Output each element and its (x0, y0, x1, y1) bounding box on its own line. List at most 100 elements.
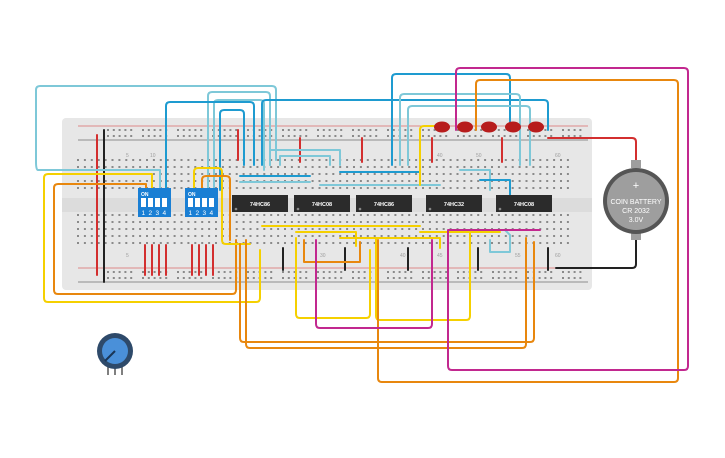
breadboard-hole[interactable] (544, 129, 547, 131)
breadboard-hole[interactable] (334, 277, 337, 279)
breadboard-hole[interactable] (132, 228, 135, 230)
breadboard-hole[interactable] (566, 214, 569, 216)
breadboard-hole[interactable] (83, 242, 86, 244)
breadboard-hole[interactable] (215, 242, 217, 244)
breadboard-hole[interactable] (146, 228, 148, 230)
breadboard-hole[interactable] (182, 129, 185, 131)
breadboard-hole[interactable] (410, 277, 413, 279)
breadboard-hole[interactable] (124, 271, 127, 273)
breadboard-hole[interactable] (435, 187, 438, 189)
breadboard-hole[interactable] (560, 180, 562, 182)
breadboard-hole[interactable] (492, 135, 494, 137)
breadboard-hole[interactable] (463, 242, 466, 244)
breadboard-hole[interactable] (428, 159, 431, 161)
breadboard-hole[interactable] (518, 242, 521, 244)
breadboard-hole[interactable] (194, 129, 197, 131)
breadboard-hole[interactable] (322, 277, 325, 279)
wires[interactable] (35, 67, 689, 383)
breadboard-hole[interactable] (573, 277, 576, 279)
breadboard-hole[interactable] (428, 228, 431, 230)
breadboard-hole[interactable] (497, 214, 500, 216)
breadboard-hole[interactable] (562, 135, 564, 137)
breadboard-hole[interactable] (118, 166, 121, 168)
breadboard-hole[interactable] (497, 173, 500, 175)
breadboard-hole[interactable] (318, 228, 321, 230)
breadboard-hole[interactable] (104, 235, 107, 237)
breadboard-hole[interactable] (147, 271, 150, 273)
breadboard-hole[interactable] (318, 187, 321, 189)
breadboard-hole[interactable] (518, 166, 521, 168)
breadboard-hole[interactable] (422, 235, 424, 237)
breadboard-hole[interactable] (77, 180, 79, 182)
breadboard-hole[interactable] (532, 159, 535, 161)
breadboard-hole[interactable] (369, 129, 372, 131)
breadboard-hole[interactable] (518, 187, 521, 189)
breadboard-hole[interactable] (560, 228, 562, 230)
breadboard-hole[interactable] (332, 180, 335, 182)
dip-toggle[interactable] (141, 198, 146, 207)
breadboard-hole[interactable] (270, 242, 273, 244)
breadboard-hole[interactable] (332, 221, 335, 223)
breadboard-hole[interactable] (187, 173, 190, 175)
breadboard-hole[interactable] (504, 166, 507, 168)
breadboard-hole[interactable] (387, 180, 390, 182)
breadboard-hole[interactable] (544, 135, 547, 137)
breadboard-hole[interactable] (311, 242, 314, 244)
breadboard-hole[interactable] (553, 221, 556, 223)
breadboard-hole[interactable] (357, 129, 360, 131)
breadboard-hole[interactable] (180, 235, 183, 237)
breadboard-hole[interactable] (173, 228, 176, 230)
breadboard-hole[interactable] (474, 277, 477, 279)
breadboard-hole[interactable] (503, 129, 506, 131)
breadboard-hole[interactable] (346, 221, 349, 223)
breadboard-hole[interactable] (442, 242, 445, 244)
breadboard-hole[interactable] (457, 271, 459, 273)
breadboard-hole[interactable] (445, 135, 448, 137)
breadboard-hole[interactable] (428, 187, 431, 189)
breadboard-hole[interactable] (415, 221, 418, 223)
breadboard-hole[interactable] (200, 271, 203, 273)
breadboard-hole[interactable] (194, 277, 197, 279)
breadboard-hole[interactable] (527, 129, 529, 131)
breadboard-hole[interactable] (249, 159, 252, 161)
breadboard-hole[interactable] (373, 235, 376, 237)
breadboard-hole[interactable] (428, 166, 431, 168)
breadboard-hole[interactable] (125, 166, 128, 168)
breadboard-hole[interactable] (208, 180, 211, 182)
breadboard-hole[interactable] (359, 221, 362, 223)
breadboard-hole[interactable] (124, 129, 127, 131)
breadboard-hole[interactable] (428, 242, 431, 244)
breadboard-hole[interactable] (293, 277, 296, 279)
breadboard-hole[interactable] (357, 277, 360, 279)
breadboard-hole[interactable] (97, 221, 100, 223)
breadboard-hole[interactable] (188, 271, 191, 273)
breadboard-hole[interactable] (256, 173, 259, 175)
breadboard-hole[interactable] (90, 242, 93, 244)
breadboard-hole[interactable] (539, 221, 542, 223)
dip-switch-2[interactable]: ON 1 2 3 4 (185, 188, 218, 217)
breadboard-hole[interactable] (166, 221, 169, 223)
breadboard-hole[interactable] (511, 221, 514, 223)
breadboard-hole[interactable] (83, 228, 86, 230)
breadboard-hole[interactable] (118, 214, 121, 216)
breadboard-hole[interactable] (264, 129, 267, 131)
breadboard-hole[interactable] (263, 214, 266, 216)
breadboard-hole[interactable] (299, 135, 302, 137)
breadboard-hole[interactable] (297, 228, 300, 230)
breadboard-hole[interactable] (511, 166, 514, 168)
breadboard-hole[interactable] (146, 221, 148, 223)
breadboard-hole[interactable] (538, 271, 541, 273)
breadboard-hole[interactable] (415, 166, 418, 168)
breadboard-hole[interactable] (353, 159, 355, 161)
breadboard-hole[interactable] (311, 159, 314, 161)
breadboard-hole[interactable] (317, 277, 319, 279)
breadboard-hole[interactable] (118, 135, 121, 137)
breadboard-hole[interactable] (180, 159, 183, 161)
breadboard-hole[interactable] (462, 135, 465, 137)
breadboard-hole[interactable] (539, 166, 542, 168)
breadboard-hole[interactable] (546, 166, 549, 168)
breadboard-hole[interactable] (107, 129, 109, 131)
breadboard-hole[interactable] (297, 159, 300, 161)
breadboard-hole[interactable] (118, 277, 121, 279)
breadboard-hole[interactable] (546, 187, 549, 189)
